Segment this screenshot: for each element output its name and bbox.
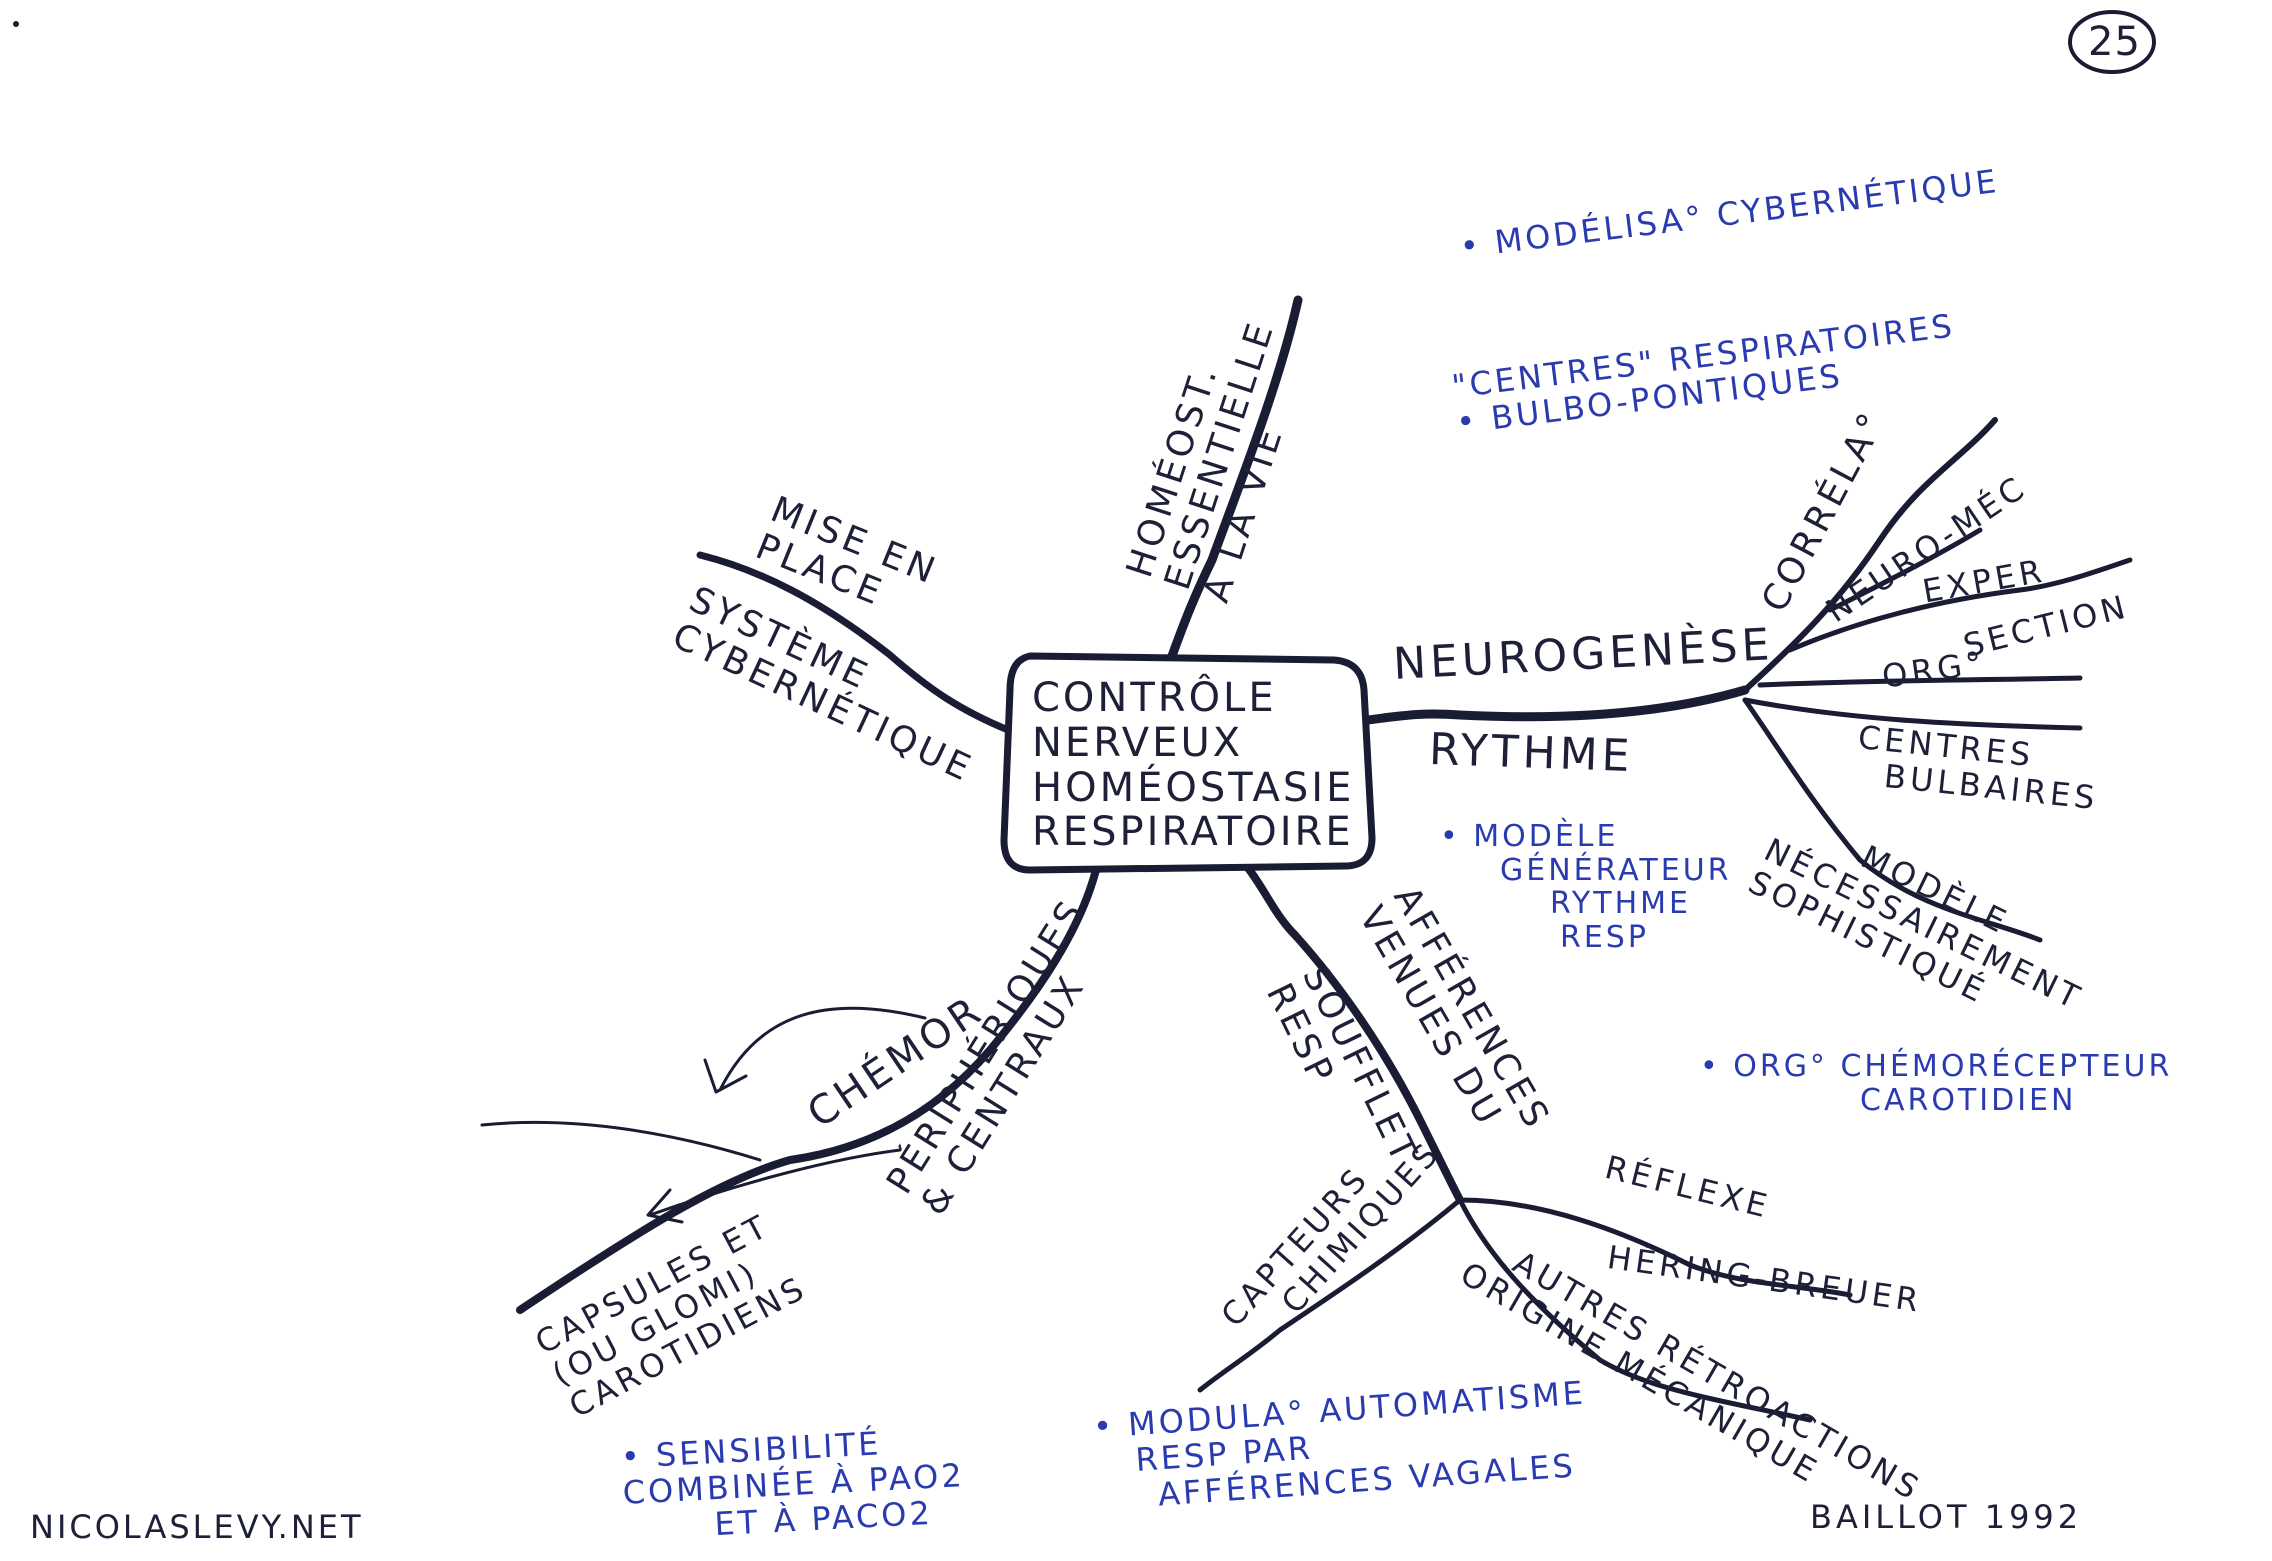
branch-reflexe <box>1457 1197 1853 1298</box>
note-sensibilite: • SENSIBILITÉ COMBINÉE À PAO2 ET À PACO2 <box>620 1422 967 1547</box>
note-modele-line-4: RESP <box>1560 919 1649 955</box>
arrowhead-upper <box>703 1058 748 1094</box>
branch-correlation <box>1742 417 1998 693</box>
branch-capteurs <box>1197 1197 1463 1393</box>
branch-modele-sophistique <box>1742 697 2043 943</box>
note-modele-line-2: GÉNÉRATEUR <box>1500 852 1732 888</box>
branch-exper <box>1787 557 2133 653</box>
center-title: CONTRÔLE NERVEUX HOMÉOSTASIE RESPIRATOIR… <box>1032 676 1354 855</box>
note-modele-line-3: RYTHME <box>1550 886 1691 922</box>
arrowhead-lower <box>646 1188 684 1224</box>
branch-mise-en-place <box>696 551 1012 734</box>
ink-dot <box>13 21 19 27</box>
note-modele-line-1: • MODÈLE <box>1440 819 1619 854</box>
page-number-circle <box>2068 10 2156 74</box>
branch-centres-bulbaires <box>1742 697 2083 731</box>
branch-neurogenese <box>1363 685 1750 725</box>
note-org-line-2: CAROTIDIEN <box>1860 1082 2077 1118</box>
center-line-3: HOMÉOSTASIE <box>1032 764 1355 811</box>
branch-afferences <box>1244 864 1464 1204</box>
branch-homeostasie <box>1167 295 1303 661</box>
branch-autres <box>1457 1197 1813 1423</box>
footer-site: NICOLASLEVY.NET <box>30 1508 364 1546</box>
branch-chemor-arrow-lower <box>648 1148 902 1217</box>
center-line-4: RESPIRATOIRE <box>1032 809 1354 856</box>
branch-chemor-arrow-upper <box>718 1006 927 1092</box>
note-modele: • MODÈLE GÉNÉRATEUR RYTHME RESP <box>1440 820 1732 954</box>
branch-org <box>1757 675 2083 688</box>
page-number: 25 <box>2088 19 2141 65</box>
center-line-2: NERVEUX <box>1032 719 1244 766</box>
footer-author: BAILLOT 1992 <box>1810 1498 2083 1536</box>
branch-chemor <box>516 866 1100 1314</box>
note-org: • ORG° CHÉMORÉCEPTEUR CAROTIDIEN <box>1700 1050 2172 1117</box>
branch-neuro-mec <box>1827 527 1983 613</box>
branch-chemor-curve <box>480 1120 762 1162</box>
center-line-1: CONTRÔLE <box>1032 675 1277 721</box>
note-org-line-1: • ORG° CHÉMORÉCEPTEUR <box>1700 1049 2173 1084</box>
rythme-label: RYTHME <box>1428 724 1635 783</box>
center-box <box>1000 652 1376 874</box>
